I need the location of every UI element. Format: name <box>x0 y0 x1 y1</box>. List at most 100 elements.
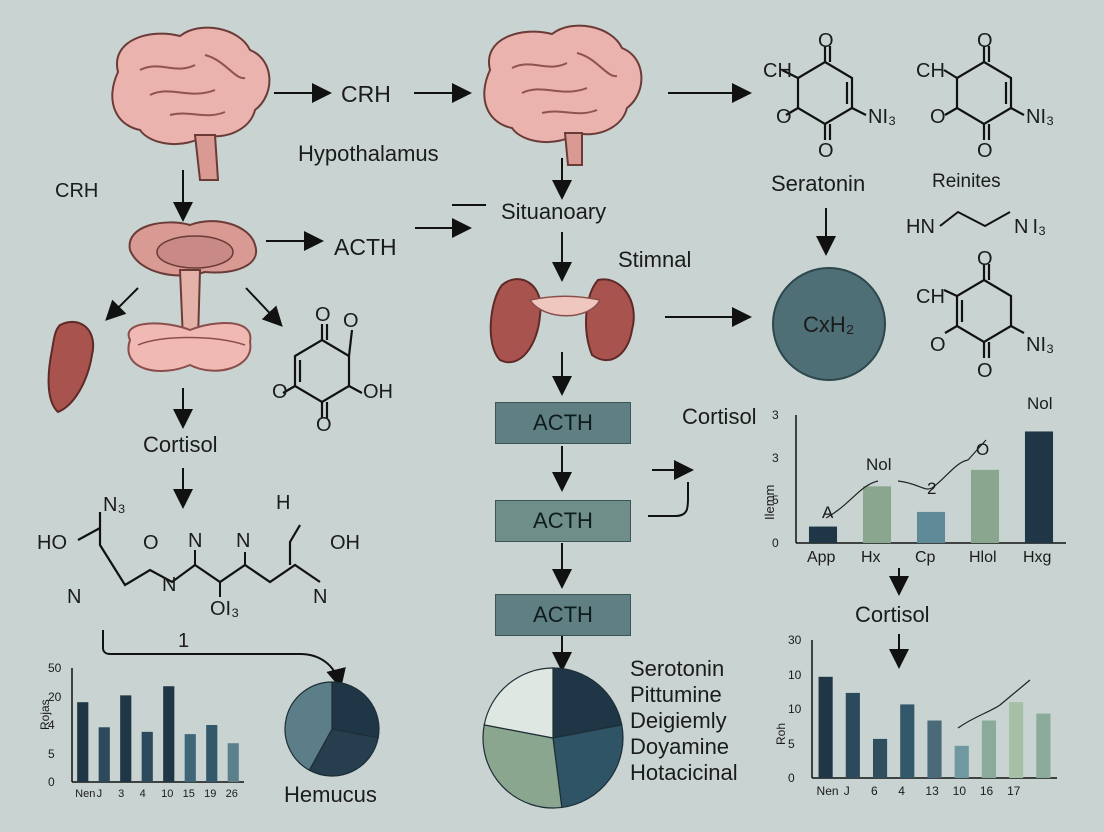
atom-o: O <box>818 140 834 162</box>
x-tick-label: 19 <box>204 788 217 800</box>
molecule-chain <box>939 210 1011 228</box>
molecule-structure <box>943 46 1025 140</box>
acth-box: ACTH <box>495 500 631 542</box>
legend-item: Deigiemly <box>630 708 727 733</box>
y-tick-label: 50 <box>48 661 62 675</box>
x-tick-label: 15 <box>182 788 195 800</box>
bar-chart-right-top <box>795 415 1066 544</box>
adrenal-icon <box>489 278 635 364</box>
atom-o: O <box>143 532 159 554</box>
y-tick-label: 0 <box>48 775 55 789</box>
molecule-structure <box>943 264 1025 358</box>
atom-ni3: NI₃ <box>1026 334 1055 356</box>
kidney-icon <box>47 320 95 414</box>
bar <box>872 738 888 778</box>
y-tick-label: 3 <box>772 450 779 465</box>
atom-n: N <box>236 530 251 552</box>
brain-icon <box>111 26 271 181</box>
label-crh-top: CRH <box>341 81 391 107</box>
y-axis-label: Rojas <box>38 699 52 730</box>
x-tick-label: 3 <box>118 788 125 800</box>
atom-hn: HN <box>906 216 935 238</box>
x-tick-label: Nen <box>816 784 839 798</box>
x-tick-label: Cp <box>914 549 936 566</box>
y-tick-label: 10 <box>788 667 802 682</box>
y-tick-label: 3 <box>772 408 779 422</box>
molecule-bond <box>194 550 246 597</box>
acth-box: ACTH <box>495 594 631 636</box>
atom-oh: OH <box>363 381 393 403</box>
molecule-structure <box>282 324 363 418</box>
y-tick-label: 10 <box>788 702 802 716</box>
pie-chart-large <box>482 667 624 809</box>
y-tick-label: 0 <box>772 536 779 550</box>
bar <box>206 725 218 782</box>
atom-ch: CH <box>916 60 945 82</box>
y-tick-label: 0 <box>788 771 795 785</box>
bar <box>1036 713 1051 778</box>
bar <box>1024 431 1054 543</box>
x-tick-label: 16 <box>979 784 994 798</box>
bar <box>808 526 838 543</box>
atom-o: O <box>977 30 993 52</box>
arrows <box>102 83 909 689</box>
x-tick-label: 4 <box>139 788 146 800</box>
label-arrow-number: 1 <box>178 630 190 652</box>
atom-n: N <box>313 586 328 608</box>
x-tick-label: 26 <box>225 788 238 800</box>
intestine-icon <box>127 321 252 372</box>
pie-slice <box>308 728 379 777</box>
label-compound: CxH₂ <box>803 312 855 337</box>
x-tick-label: Hxg <box>1022 549 1052 566</box>
atom-ho: HO <box>37 532 67 554</box>
bar <box>77 702 89 782</box>
atom-o: O <box>315 304 331 326</box>
bar <box>862 486 892 543</box>
pie-slice <box>482 724 563 809</box>
pie-slice <box>483 667 554 739</box>
atom-n3: N₃ <box>103 494 126 516</box>
atom-ni3: N I₃ <box>1014 216 1047 238</box>
atom-ch: CH <box>763 60 792 82</box>
y-tick-label: 5 <box>788 736 795 751</box>
bar <box>818 676 833 778</box>
x-tick-label: 6 <box>870 784 878 798</box>
x-tick-label: 10 <box>952 784 966 798</box>
bar-annotation: 2 <box>927 479 937 498</box>
atom-o: O <box>930 106 946 128</box>
x-tick-label: Hlol <box>968 549 997 566</box>
acth-box: ACTH <box>495 402 631 444</box>
bar <box>1009 702 1024 778</box>
label-hemucus: Hemucus <box>284 782 377 807</box>
bar <box>916 511 946 543</box>
pie-legend: Serotonin Pittumine Deigiemly Doyamine H… <box>630 656 738 786</box>
bar <box>900 704 915 778</box>
pie-slice <box>284 681 333 772</box>
bar <box>845 692 860 778</box>
bar <box>970 469 1000 543</box>
bar <box>163 686 175 782</box>
atom-ni3: NI₃ <box>868 106 897 128</box>
atom-ch: CH <box>916 286 945 308</box>
y-tick-label: 5 <box>772 493 779 508</box>
legend-item: Doyamine <box>630 734 730 759</box>
atom-o: O <box>272 381 288 403</box>
x-tick-label: 17 <box>1007 784 1021 798</box>
atom-o: O <box>977 360 993 382</box>
y-axis-label: Ilemm <box>762 484 777 520</box>
label-cortisol-left: Cortisol <box>143 432 218 457</box>
atom-oi3: OI₃ <box>210 598 240 620</box>
bar-chart-bottom-right <box>811 640 1057 779</box>
trend-line <box>957 679 1031 729</box>
atom-o: O <box>316 414 332 436</box>
atom-oh: OH <box>330 532 360 554</box>
atom-o: O <box>818 30 834 52</box>
atom-ni3: NI₃ <box>1026 106 1055 128</box>
y-tick-label: 5 <box>48 746 55 761</box>
pie-slice <box>552 724 624 809</box>
brain-icon <box>483 24 643 166</box>
x-tick-label: 4 <box>898 784 905 798</box>
bar-annotation: O <box>976 440 990 459</box>
